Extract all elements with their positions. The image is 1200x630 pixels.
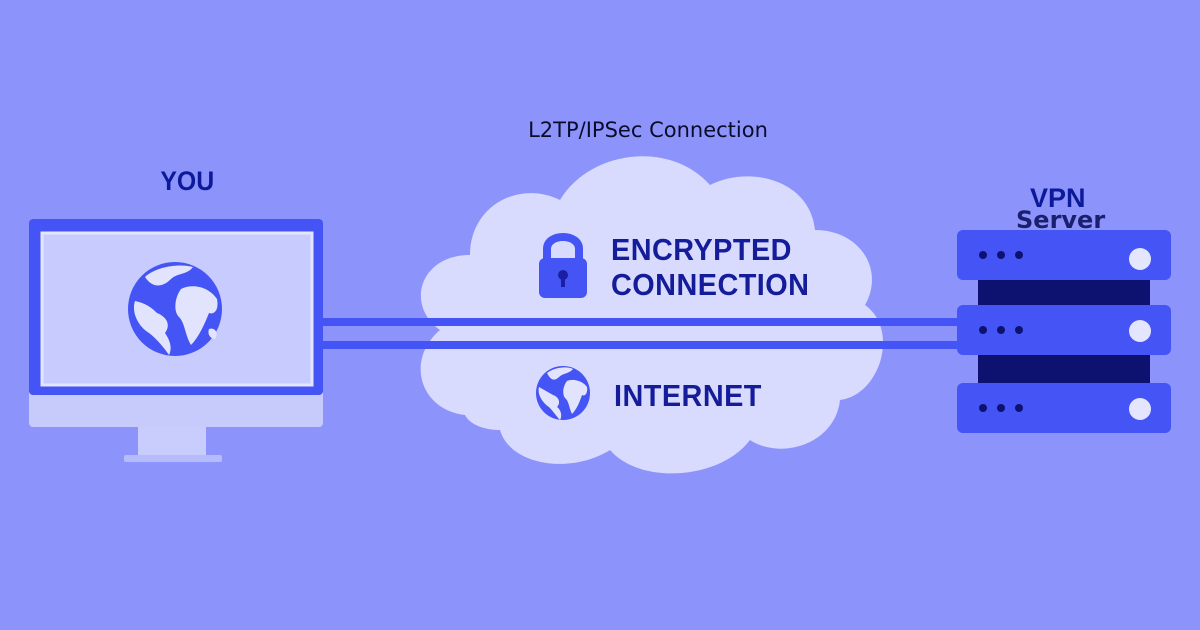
server-unit-1 [957,230,1171,280]
server-unit-3 [957,383,1171,433]
server-label-line1: VPN [1030,183,1086,213]
tunnel-label-line1: ENCRYPTED [611,232,792,267]
server-unit-2 [957,305,1171,355]
cloud-icon [420,156,884,474]
connection-tunnel [320,318,960,349]
server-label-line2: Server [1016,206,1106,234]
internet-globe-icon [536,366,590,420]
diagram-title: L2TP/IPSec Connection [528,118,768,142]
internet-label: INTERNET [614,378,762,413]
globe-icon [128,262,222,356]
client-label: YOU [160,166,215,196]
server-rack-icon [957,230,1171,433]
padlock-icon [539,233,587,298]
tunnel-label-line2: CONNECTION [611,267,810,302]
